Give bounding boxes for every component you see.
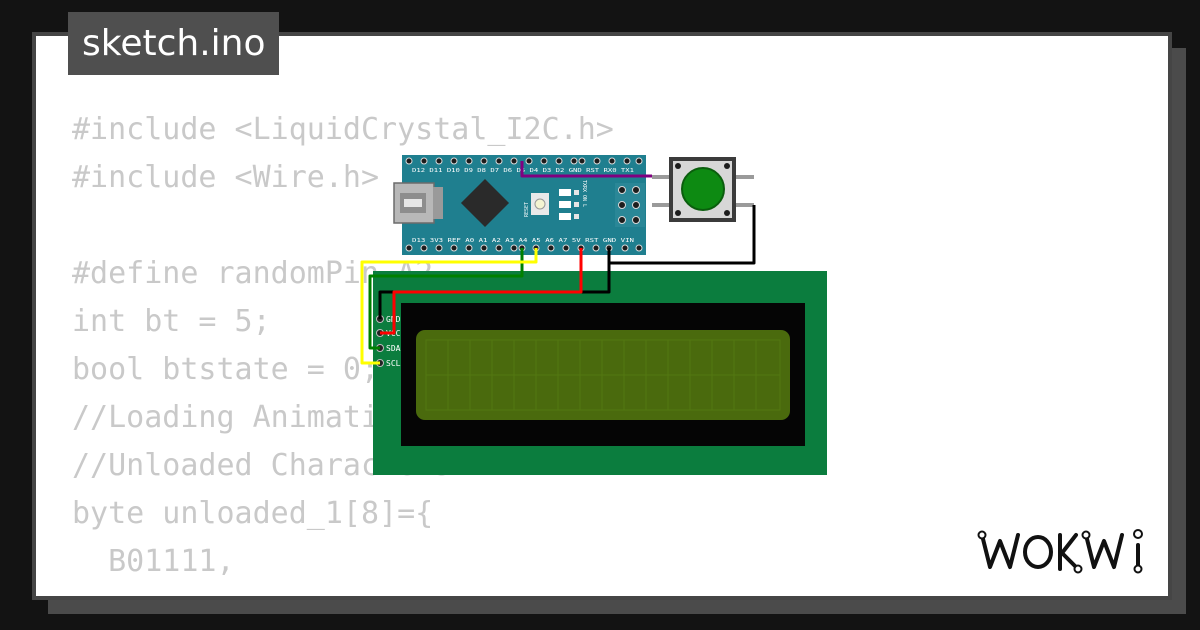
bottom-pin-row — [405, 244, 643, 252]
code-editor-preview: #include <LiquidCrystal_I2C.h> #include <… — [72, 106, 614, 596]
lcd-pin-label-sda: SDA — [386, 344, 401, 353]
pushbutton[interactable] — [652, 157, 754, 222]
wire-purple — [520, 161, 652, 178]
lcd-pin-label-scl: SCL — [386, 359, 401, 368]
icsp-header — [615, 183, 645, 227]
code-line-9: byte unloaded_1[8]={ — [72, 496, 434, 531]
file-tab[interactable]: sketch.ino — [68, 12, 280, 75]
code-line-2: #include <Wire.h> — [72, 160, 380, 195]
usb-port-icon — [393, 182, 443, 224]
wokwi-logo-icon — [977, 529, 1143, 574]
led-labels: TXRX ON L — [581, 180, 587, 207]
lcd-character-cells — [425, 339, 781, 411]
code-line-1: #include <LiquidCrystal_I2C.h> — [72, 112, 614, 147]
status-led-icons — [559, 189, 579, 220]
top-pin-row — [405, 157, 643, 165]
code-line-5: int bt = 5; — [72, 304, 271, 339]
wire-red-vcc — [380, 248, 583, 335]
wire-yellow-scl — [360, 248, 538, 365]
code-line-11: B11000, — [72, 586, 614, 596]
arduino-nano[interactable]: RESET TXRX ON L — [393, 155, 646, 255]
wires — [360, 161, 756, 365]
reset-button-icon — [531, 193, 549, 215]
code-line-10: B01111, — [72, 544, 235, 579]
reset-label: RESET — [524, 202, 530, 217]
bottom-pin-labels: D13 3V3 REF A0 A1 A2 A3 A4 A5 A6 A7 5V R… — [412, 238, 634, 244]
lcd-display[interactable]: GND VCC SDA SCL — [373, 271, 827, 475]
microcontroller-chip — [460, 178, 510, 228]
pushbutton-cap — [681, 167, 725, 211]
wire-green-sda — [368, 248, 524, 350]
